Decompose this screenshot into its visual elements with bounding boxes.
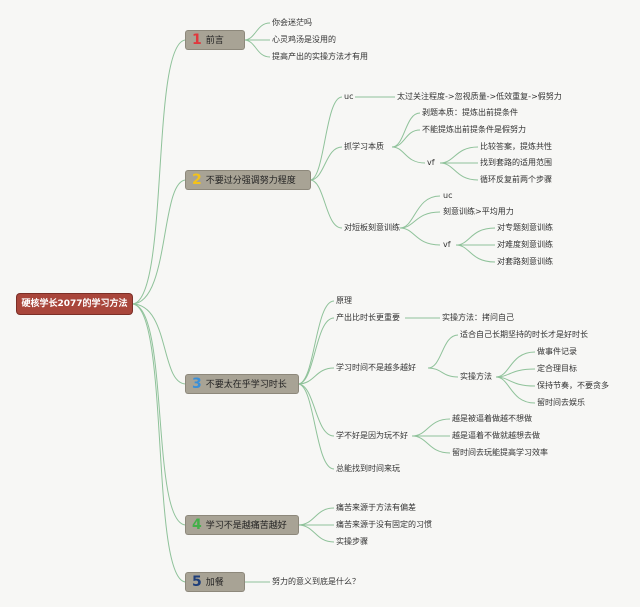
link-tvf-c1 [455,227,496,246]
t3-method[interactable]: 实操方法 [460,372,492,381]
t2-study-child-1[interactable]: 剥题本质：提炼出前提条件 [422,108,518,117]
t3-longer[interactable]: 学习时间不是越多越好 [336,363,416,372]
t3-method-child-3[interactable]: 保持节奏，不要贪多 [537,381,609,390]
t4-child-2[interactable]: 痛苦来源于没有固定的习惯 [336,520,432,529]
link-train-uc [399,195,441,229]
t2-vf-child-2[interactable]: 找到套路的适用范围 [480,158,552,167]
link-t3-longer [297,367,335,385]
link-train-vf [399,227,441,246]
t2-train-vf-child-1[interactable]: 对专题刻意训练 [497,223,553,232]
link-longer-method [427,367,459,378]
t1-child-1[interactable]: 你会迷茫吗 [272,18,312,27]
t3-play-child-3[interactable]: 留时间去玩能提高学习效率 [452,448,548,457]
link-t2-train [309,179,343,229]
link-t3-principle [297,300,335,385]
t2-vf-child-1[interactable]: 比较答案，提炼共性 [480,142,552,151]
link-play-c3 [411,435,451,454]
t4-child-3[interactable]: 实操步骤 [336,537,368,546]
link-t3-output [297,317,335,385]
t3-principle[interactable]: 原理 [336,296,352,305]
link-vf-c1 [439,146,479,164]
t3-find-time[interactable]: 总能找到时间来玩 [336,464,400,473]
t4-child-1[interactable]: 痛苦来源于方法有偏差 [336,503,416,512]
t2-train-vf-child-3[interactable]: 对套路刻意训练 [497,257,553,266]
link-root-topic1 [131,39,187,305]
t1-child-3[interactable]: 提高产出的实操方法才有用 [272,52,368,61]
t3-output[interactable]: 产出比时长更重要 [336,313,400,322]
root-node[interactable]: 硬核学长2077的学习方法 [17,294,132,314]
link-t2-study [309,146,343,181]
link-method-c1 [495,351,536,378]
t3-method-child-1[interactable]: 做事件记录 [537,347,577,356]
link-root-topic3 [131,303,187,385]
link-t4-c3 [297,524,335,543]
t2-uc-child[interactable]: 太过关注程度->忽视质量->低效重复->假努力 [397,92,562,101]
t2-train[interactable]: 对短板刻意训练 [344,223,400,232]
link-t2-uc [309,96,343,181]
t2-train-vf-child-2[interactable]: 对难度刻意训练 [497,240,553,249]
t2-vf[interactable]: vf [427,158,435,167]
link-study-vf [391,146,426,164]
link-t1-c3 [243,39,271,58]
topic-2-label: 不要过分强调努力程度 [205,176,296,186]
topic-5-number: 5 [192,574,202,590]
link-train-c1 [399,211,441,229]
link-vf-c3 [439,162,479,181]
topic-1-number: 1 [192,32,202,48]
topic-3-number: 3 [192,376,202,392]
link-tvf-c3 [455,244,496,263]
link-t3-play [297,383,335,437]
link-longer-child [427,334,459,369]
t2-train-vf[interactable]: vf [443,240,451,249]
link-play-c1 [411,418,451,437]
link-root-topic2 [131,179,187,305]
t2-train-child[interactable]: 刻意训练>平均用力 [443,207,514,216]
t3-play-child-1[interactable]: 越是被逼着做越不想做 [452,414,532,423]
t2-vf-child-3[interactable]: 循环反复前两个步骤 [480,175,552,184]
link-method-c4 [495,376,536,404]
link-root-topic5 [131,303,187,583]
topic-4-label: 学习不是越痛苦越好 [205,521,287,531]
t1-child-2[interactable]: 心灵鸡汤是没用的 [272,35,336,44]
topic-1-label: 前言 [205,36,224,46]
link-t1-c1 [243,22,271,41]
t2-study[interactable]: 抓学习本质 [344,142,384,151]
topic-3-label: 不要太在乎学习时长 [205,380,287,390]
t3-method-child-2[interactable]: 定合理目标 [537,364,577,373]
t5-child-1[interactable]: 努力的意义到底是什么？ [272,577,360,586]
topic-2-number: 2 [192,172,202,188]
t2-study-child-2[interactable]: 不能提炼出前提条件是假努力 [422,125,526,134]
topic-5-label: 加餐 [205,578,224,588]
link-study-c2 [391,129,421,148]
topic-4-number: 4 [192,517,202,533]
t2-train-uc[interactable]: uc [443,191,453,200]
link-root-topic4 [131,303,187,526]
t3-longer-child[interactable]: 适合自己长期坚持的时长才是好时长 [460,330,588,339]
t3-play[interactable]: 学不好是因为玩不好 [336,431,408,440]
link-t3-findtime [297,383,335,470]
link-t4-c1 [297,507,335,526]
link-study-c1 [391,112,421,148]
t3-method-child-4[interactable]: 留时间去娱乐 [537,398,585,407]
t3-play-child-2[interactable]: 越是逼着不做就越想去做 [452,431,540,440]
t3-output-child[interactable]: 实操方法：拷问自己 [442,313,514,322]
t2-uc[interactable]: uc [344,92,354,101]
